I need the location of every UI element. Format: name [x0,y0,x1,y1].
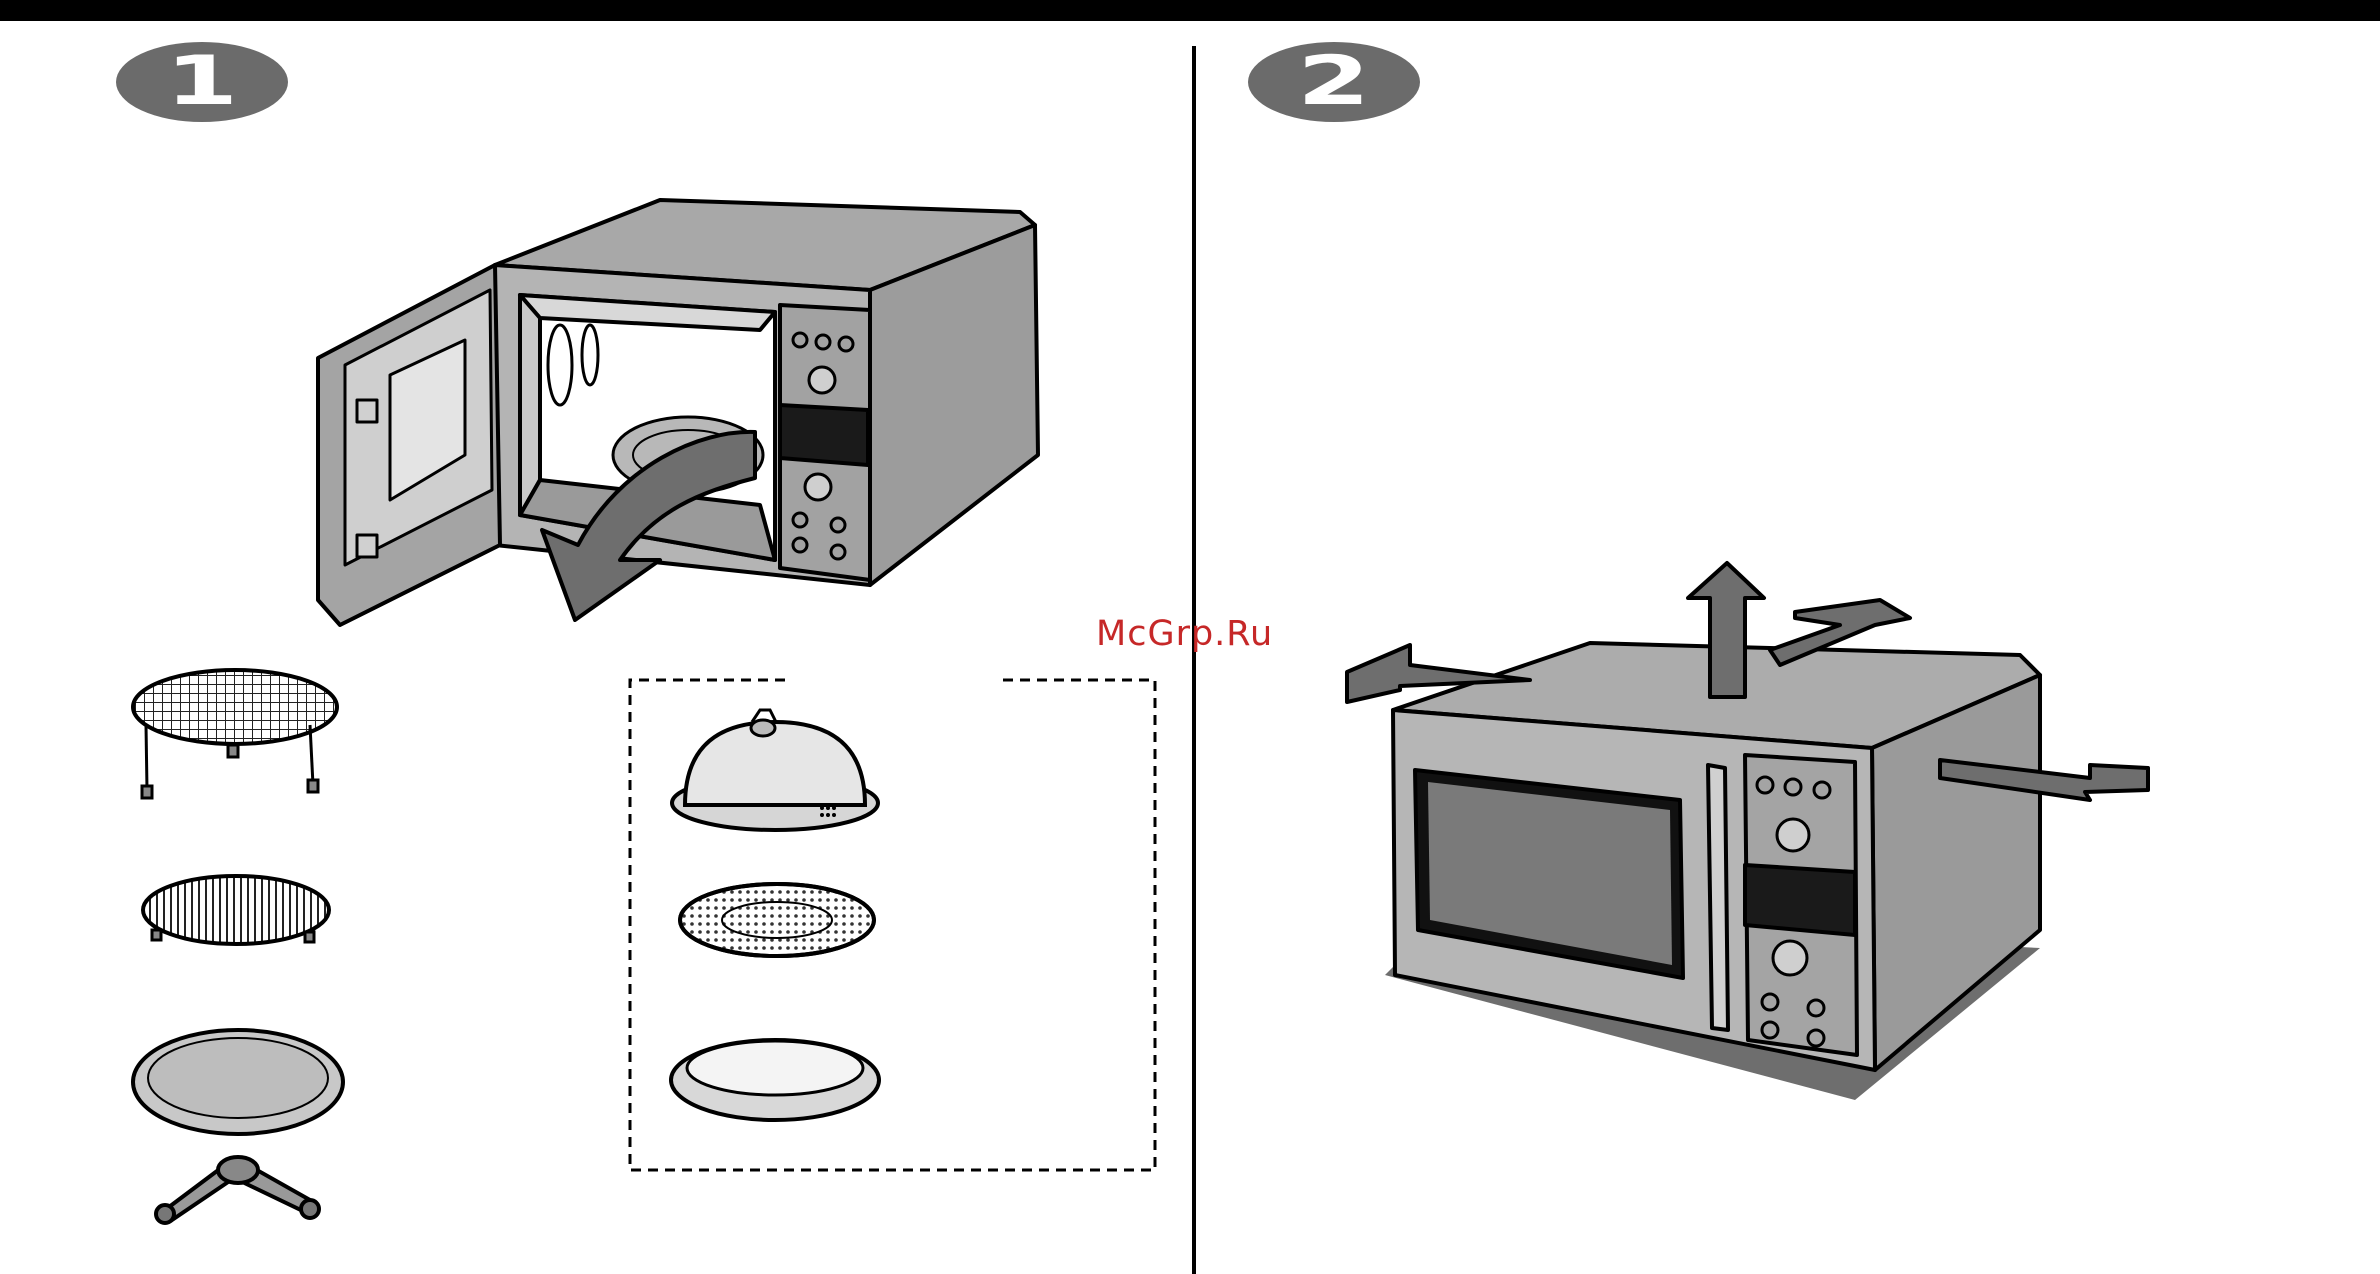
turntable-with-roller-icon [133,1030,343,1223]
crisp-plate-icon [680,884,874,956]
open-microwave-icon [318,200,1038,625]
low-rack-icon [143,876,329,944]
closed-microwave-ventilation-icon [1393,643,2040,1070]
dome-cover-icon [672,710,878,830]
baking-dish-icon [671,1040,879,1120]
high-rack-icon [133,670,337,798]
